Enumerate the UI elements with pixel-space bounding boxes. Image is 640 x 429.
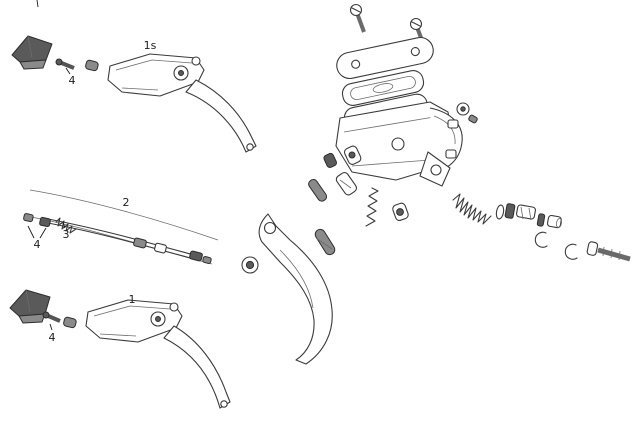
leader-line xyxy=(27,225,35,239)
clamp-bolt-bottom xyxy=(42,311,61,323)
label-4-top: 4 xyxy=(69,74,76,87)
leader-line xyxy=(39,227,47,239)
bracket-curve-top xyxy=(29,189,219,241)
hose-connector-mid-a xyxy=(133,237,147,249)
hose-connector-mid-b xyxy=(154,242,167,254)
bushing xyxy=(392,202,409,221)
reservoir-cover xyxy=(336,36,434,80)
label-4-mid: 4 xyxy=(34,238,41,251)
leader-line xyxy=(62,221,66,229)
cropped-label-mark xyxy=(36,0,39,8)
lever-blade-1 xyxy=(163,325,231,409)
hose-line xyxy=(47,218,195,260)
pushrod-pin xyxy=(314,228,336,256)
clamp-hinge-bolt xyxy=(191,56,201,66)
cup-seal-a xyxy=(504,203,516,219)
master-cylinder-group xyxy=(241,3,478,365)
stack-bolt xyxy=(586,241,631,262)
pin-small xyxy=(308,178,328,202)
piston-sleeve xyxy=(335,171,358,196)
end-cap xyxy=(546,214,562,229)
piston-stack-group xyxy=(452,193,631,262)
barrel-nut-bottom xyxy=(63,316,77,329)
label-2: 2 xyxy=(123,196,130,209)
clamp-bolt-top xyxy=(55,58,75,70)
bushing-ring xyxy=(241,256,259,274)
label-1s: 1s xyxy=(144,39,157,52)
leader-line xyxy=(49,323,53,331)
circlip-a xyxy=(534,231,548,248)
barrel-nut-top xyxy=(85,59,99,72)
clamp-hinge-bolt xyxy=(169,302,179,312)
hose-fitting-right xyxy=(189,250,203,262)
piston-spring xyxy=(452,193,492,225)
return-spring xyxy=(365,187,379,227)
lever-assembly-1s-group xyxy=(11,35,257,153)
piston xyxy=(516,204,536,221)
circlip-b xyxy=(564,243,578,260)
sleeve-small xyxy=(343,145,362,165)
master-cylinder-body xyxy=(335,93,463,187)
hose-fitting-left-a xyxy=(23,213,34,223)
lever-assembly-1-group xyxy=(9,289,231,409)
seal-small xyxy=(323,152,338,168)
cover-bolt-1 xyxy=(349,3,366,33)
lever-blade-1s xyxy=(185,79,257,153)
leader-line xyxy=(65,67,71,75)
clamp-wedge-top xyxy=(11,35,53,70)
hose-fitting-left-b xyxy=(39,216,51,228)
hose-tip xyxy=(202,256,212,264)
hose-assembly-group xyxy=(23,189,219,265)
washer-a xyxy=(495,204,505,220)
label-1: 1 xyxy=(129,293,136,306)
hose-coil-sleeve xyxy=(55,217,77,234)
lever-blade-exploded xyxy=(258,213,333,365)
clamp-wedge-bottom xyxy=(9,289,51,324)
lever-body-1 xyxy=(85,299,183,343)
label-4-bottom: 4 xyxy=(49,331,56,344)
reservoir-diaphragm xyxy=(341,70,425,106)
label-3: 3 xyxy=(63,228,70,241)
cup-seal-b xyxy=(536,213,546,227)
bleed-screw xyxy=(456,102,478,124)
